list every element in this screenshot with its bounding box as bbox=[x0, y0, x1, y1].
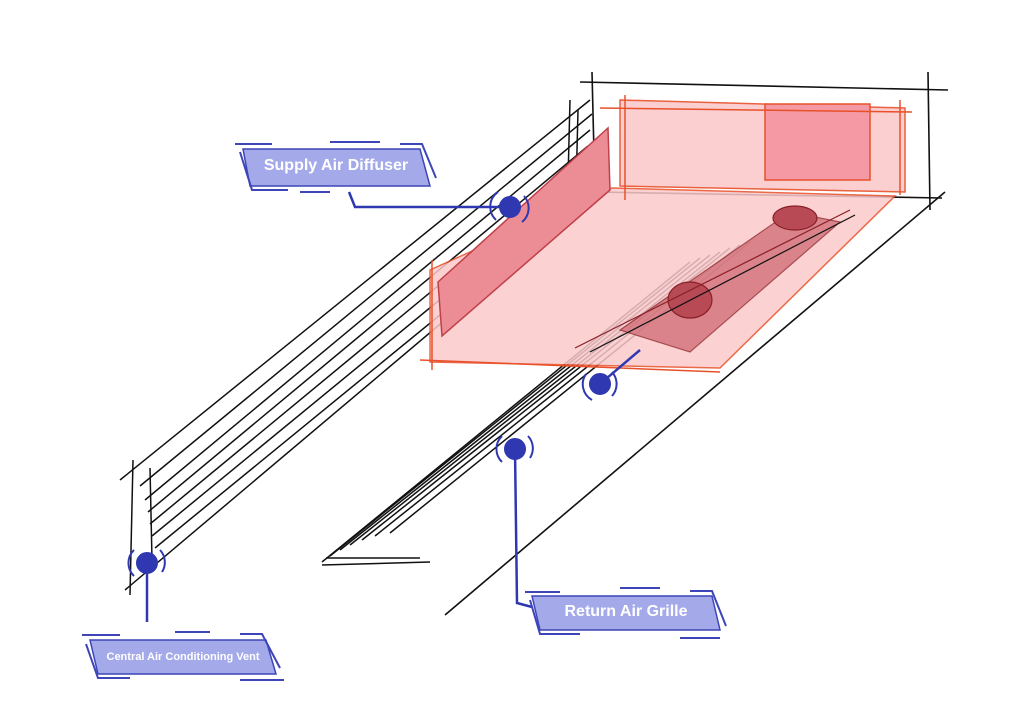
fan-coil bbox=[574, 205, 856, 353]
marker-dots bbox=[127, 191, 618, 577]
label-boxes bbox=[82, 141, 727, 681]
return-air-grille-label: Return Air Grille bbox=[564, 603, 688, 620]
supply-air-diffuser-label: Supply Air Diffuser bbox=[263, 157, 409, 174]
central-ac-vent-label: Central Air Conditioning Vent bbox=[106, 651, 260, 663]
